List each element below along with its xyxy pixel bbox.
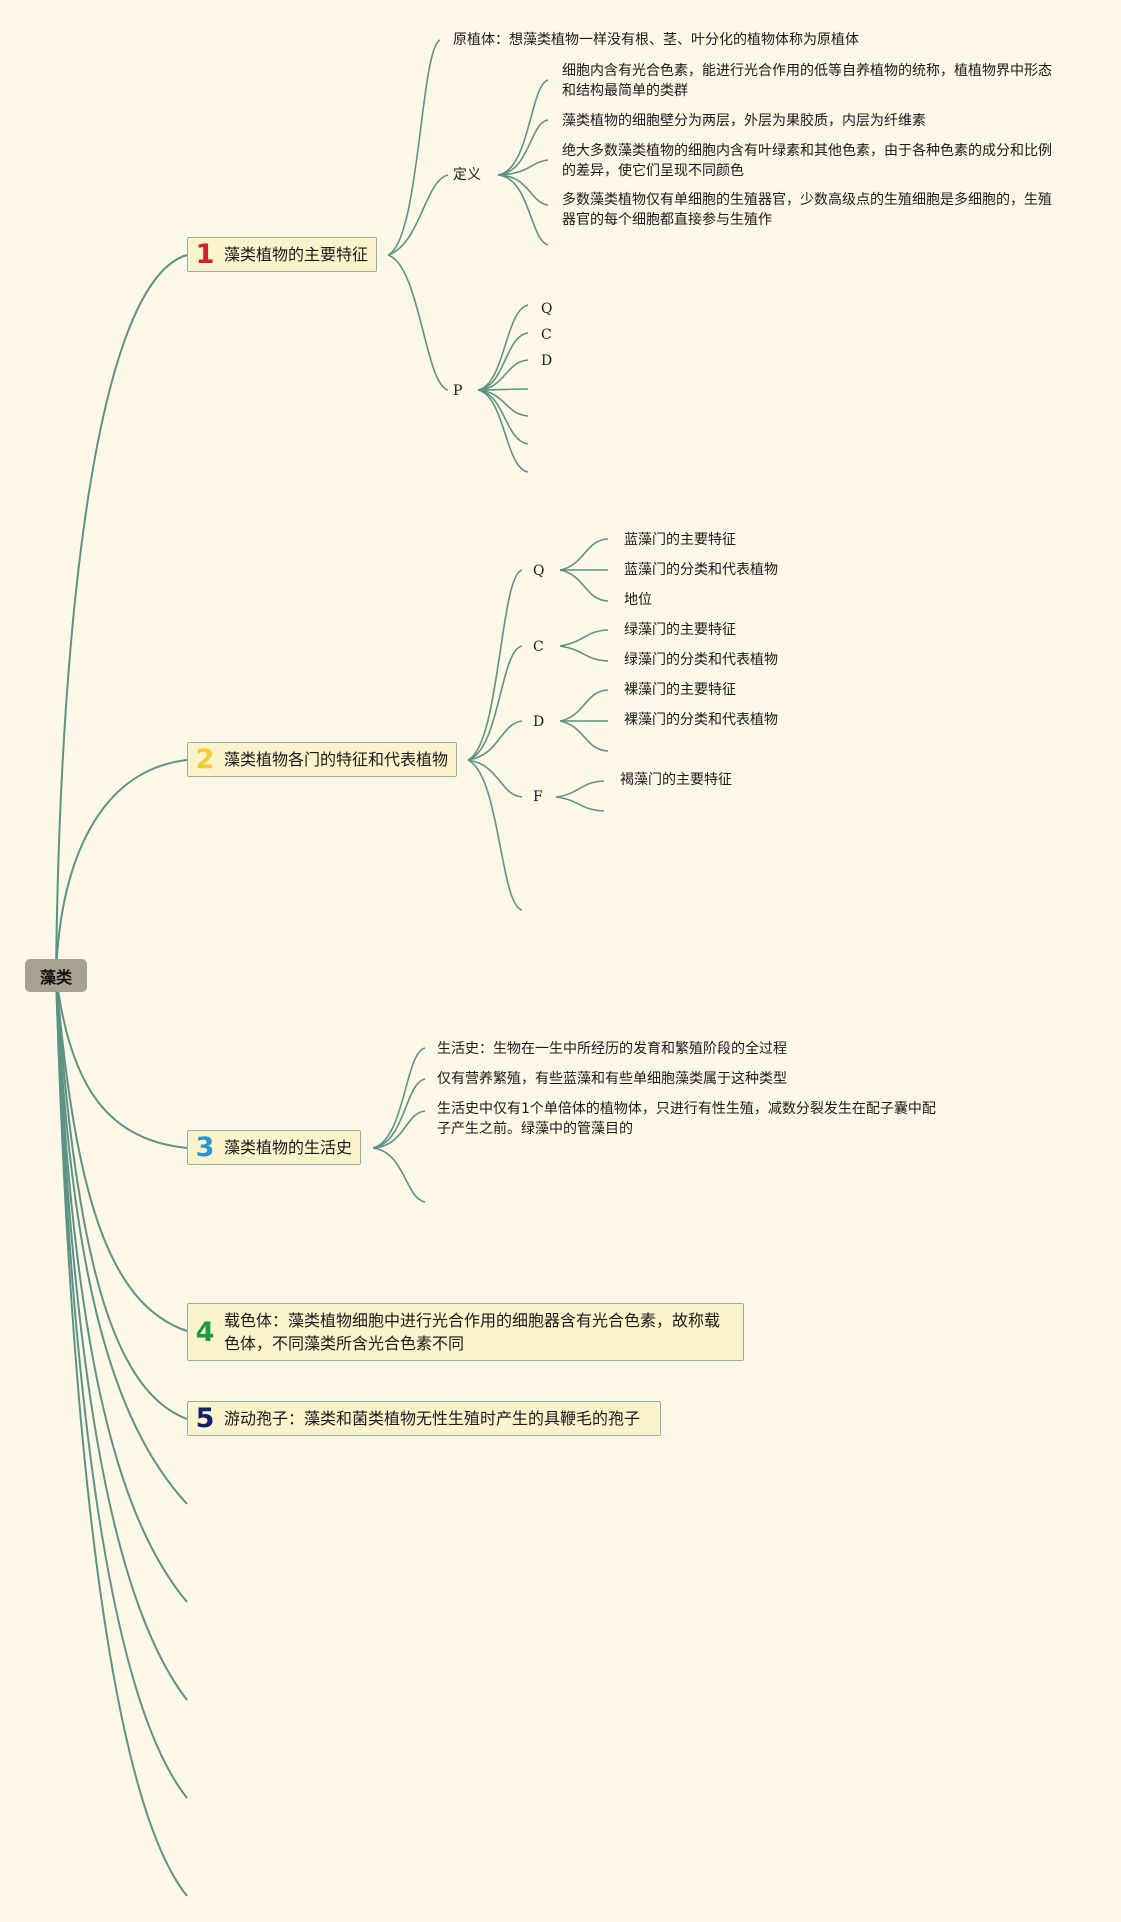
root-node[interactable]: 藻类 (25, 959, 87, 992)
number-badge-4: 4 (195, 1316, 215, 1348)
link-root-empty4 (55, 974, 188, 1799)
link-root-empty3 (55, 974, 188, 1701)
topic-label: 藻类植物各门的特征和代表植物 (224, 750, 449, 769)
node-d[interactable]: D (533, 714, 545, 730)
life-history-item-1[interactable]: 生活史：生物在一生中所经历的发育和繁殖阶段的全过程 (437, 1041, 787, 1057)
definition-item-4[interactable]: 多数藻类植物仅有单细胞的生殖器官，少数高级点的生殖细胞是多细胞的，生殖器官的每个… (562, 192, 1052, 228)
topic-label: 载色体：藻类植物细胞中进行光合作用的细胞器含有光合色素，故称载色体，不同藻类所含… (224, 1311, 721, 1353)
topic-divisions[interactable]: 2 藻类植物各门的特征和代表植物 (187, 742, 458, 777)
topic-chromatophore[interactable]: 4 载色体：藻类植物细胞中进行光合作用的细胞器含有光合色素，故称载色体，不同藻类… (187, 1303, 744, 1361)
topic-life-history[interactable]: 3 藻类植物的生活史 (187, 1130, 362, 1165)
topic-zoospore[interactable]: 5 游动孢子：藻类和菌类植物无性生殖时产生的具鞭毛的孢子 (187, 1401, 661, 1436)
d-item-1[interactable]: 裸藻门的主要特征 (624, 682, 736, 698)
node-c[interactable]: C (533, 639, 544, 655)
definition-item-1[interactable]: 细胞内含有光合色素，能进行光合作用的低等自养植物的统称，植植物界中形态和结构最简… (562, 63, 1052, 99)
q-item-3[interactable]: 地位 (624, 592, 652, 608)
number-badge-3: 3 (195, 1132, 215, 1163)
node-q[interactable]: Q (533, 563, 545, 579)
q-item-2[interactable]: 蓝藻门的分类和代表植物 (624, 562, 778, 578)
link-root-empty1 (55, 974, 188, 1505)
definition-item-3[interactable]: 绝大多数藻类植物的细胞内含有叶绿素和其他色素，由于各种色素的成分和比例的差异，使… (562, 143, 1052, 179)
link-root-empty5 (55, 974, 188, 1897)
link-root-topic3 (55, 974, 188, 1149)
life-history-item-3[interactable]: 生活史中仅有1个单倍体的植物体，只进行有性生殖，减数分裂发生在配子囊中配子产生之… (437, 1101, 936, 1137)
link-root-topic4 (55, 974, 188, 1332)
number-badge-5: 5 (195, 1403, 215, 1434)
number-badge-2: 2 (195, 744, 215, 775)
topic-label: 藻类植物的生活史 (224, 1138, 353, 1157)
node-definition[interactable]: 定义 (453, 167, 481, 183)
link-root-topic1 (55, 254, 188, 976)
topic-label: 游动孢子：藻类和菌类植物无性生殖时产生的具鞭毛的孢子 (224, 1409, 641, 1428)
p-item-q[interactable]: Q (541, 301, 553, 317)
q-item-1[interactable]: 蓝藻门的主要特征 (624, 532, 736, 548)
definition-item-2[interactable]: 藻类植物的细胞壁分为两层，外层为果胶质，内层为纤维素 (562, 113, 926, 129)
topic-label: 藻类植物的主要特征 (224, 245, 369, 264)
life-history-item-2[interactable]: 仅有营养繁殖，有些蓝藻和有些单细胞藻类属于这种类型 (437, 1071, 787, 1087)
number-badge-1: 1 (195, 239, 215, 270)
c-item-1[interactable]: 绿藻门的主要特征 (624, 622, 736, 638)
f-item-1[interactable]: 褐藻门的主要特征 (620, 772, 732, 788)
node-protoplant[interactable]: 原植体：想藻类植物一样没有根、茎、叶分化的植物体称为原植体 (453, 32, 859, 48)
c-item-2[interactable]: 绿藻门的分类和代表植物 (624, 652, 778, 668)
node-f[interactable]: F (533, 789, 543, 805)
node-p[interactable]: P (453, 383, 463, 399)
link-root-topic5 (55, 974, 188, 1420)
topic-main-features[interactable]: 1 藻类植物的主要特征 (187, 237, 378, 272)
p-item-d[interactable]: D (541, 353, 553, 369)
link-root-topic2 (55, 759, 188, 976)
link-root-empty2 (55, 974, 188, 1603)
d-item-2[interactable]: 裸藻门的分类和代表植物 (624, 712, 778, 728)
root-label: 藻类 (39, 967, 72, 987)
p-item-c[interactable]: C (541, 327, 552, 343)
